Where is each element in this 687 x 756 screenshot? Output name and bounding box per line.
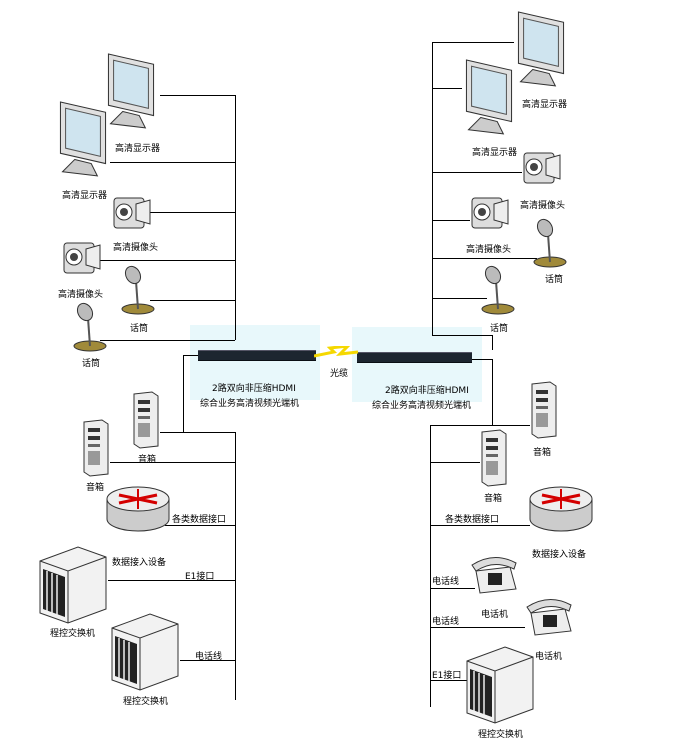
label: 数据接入设备 — [112, 558, 167, 568]
label: 话筒 — [490, 324, 509, 334]
fiber-link-bolt-icon — [314, 346, 359, 358]
telephone-icon — [525, 595, 575, 639]
speaker-icon — [478, 428, 508, 488]
monitor-icon — [458, 58, 520, 140]
label: 电话线 — [195, 652, 223, 662]
device-label: 2路双向非压缩HDMI — [385, 386, 469, 396]
label: E1接口 — [432, 671, 462, 681]
label: 高清摄像头 — [520, 201, 566, 211]
device-glow-left — [190, 325, 320, 400]
label: 音箱 — [138, 455, 157, 465]
label: 电话机 — [481, 610, 509, 620]
label: 电话线 — [432, 577, 460, 587]
optical-transceiver-left — [198, 350, 316, 361]
label: 程控交换机 — [50, 629, 96, 639]
label: 各类数据接口 — [172, 515, 227, 525]
telephone-icon — [470, 553, 520, 597]
label: 话筒 — [82, 359, 101, 369]
label: 话筒 — [545, 275, 564, 285]
monitor-icon — [52, 100, 114, 182]
microphone-icon — [70, 302, 110, 352]
device-label: 2路双向非压缩HDMI — [212, 384, 296, 394]
device-label: 综合业务高清视频光端机 — [372, 401, 472, 411]
device-glow-right — [352, 327, 482, 402]
label: 高清摄像头 — [58, 290, 104, 300]
label: 高清摄像头 — [466, 245, 512, 255]
router-icon — [105, 485, 171, 535]
pbx-icon — [465, 645, 535, 725]
label: 高清显示器 — [522, 100, 568, 110]
optical-transceiver-right — [357, 352, 472, 363]
label: 音箱 — [533, 448, 552, 458]
microphone-icon — [530, 218, 570, 268]
device-label: 综合业务高清视频光端机 — [200, 399, 300, 409]
pbx-icon — [38, 545, 108, 625]
label: 高清摄像头 — [113, 243, 159, 253]
speaker-icon — [528, 380, 558, 440]
label: 程控交换机 — [478, 730, 524, 740]
label: 各类数据接口 — [445, 515, 500, 525]
camera-icon — [110, 190, 154, 234]
speaker-icon — [80, 418, 110, 478]
camera-icon — [468, 190, 512, 234]
label: 电话线 — [432, 617, 460, 627]
label: 电话机 — [535, 652, 563, 662]
microphone-icon — [478, 265, 518, 315]
label: 音箱 — [484, 494, 503, 504]
label: 程控交换机 — [123, 697, 169, 707]
speaker-icon — [130, 390, 160, 450]
fiber-label: 光缆 — [330, 369, 349, 379]
label: 高清显示器 — [62, 191, 108, 201]
camera-icon — [520, 145, 564, 189]
label: 高清显示器 — [115, 144, 161, 154]
label: E1接口 — [185, 572, 215, 582]
label: 数据接入设备 — [532, 550, 587, 560]
label: 音箱 — [86, 483, 105, 493]
pbx-icon — [110, 612, 180, 692]
microphone-icon — [118, 265, 158, 315]
router-icon — [528, 485, 594, 535]
label: 高清显示器 — [472, 148, 518, 158]
label: 话筒 — [130, 324, 149, 334]
camera-icon — [60, 235, 104, 279]
